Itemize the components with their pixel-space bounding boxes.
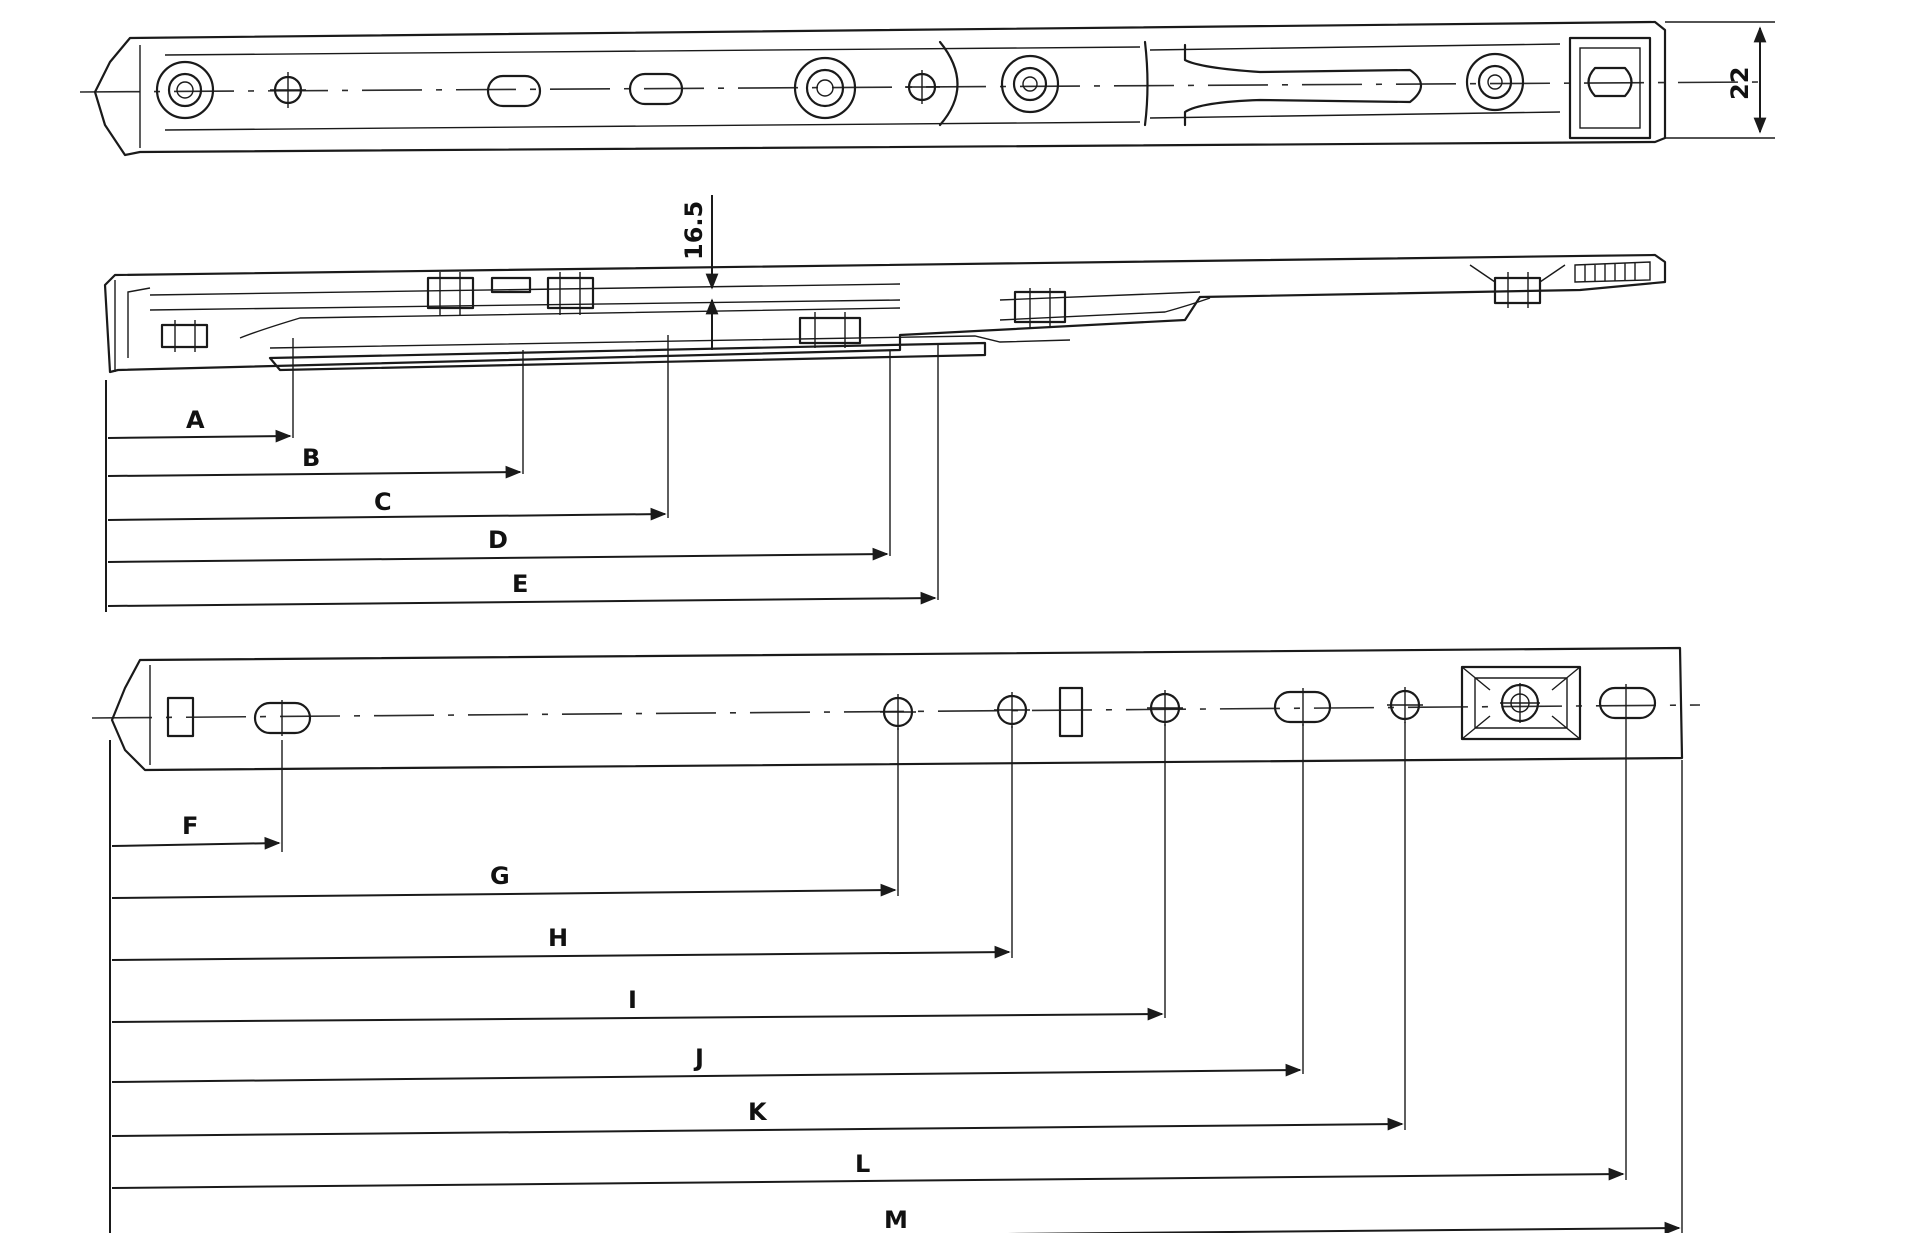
top-view: 22	[79, 20, 1775, 157]
height-dimension-label: 16.5	[680, 201, 708, 260]
mounting-hole	[1147, 690, 1183, 726]
rivet	[426, 272, 475, 315]
rivet	[798, 312, 862, 348]
dimension-label-a: A	[186, 406, 205, 434]
dimension-b: B	[107, 350, 524, 479]
dimension-label-e: E	[512, 570, 528, 598]
dimension-a: A	[107, 338, 294, 443]
dimension-h: H	[111, 726, 1013, 961]
dimension-label-i: I	[628, 986, 637, 1014]
slot-hole	[486, 74, 542, 108]
dimension-label-f: F	[182, 812, 198, 840]
dimension-c: C	[107, 335, 669, 521]
rivet	[1469, 264, 1566, 308]
rivet	[1013, 288, 1067, 328]
dimension-label-k: K	[748, 1098, 768, 1126]
width-dimension-label: 22	[1726, 67, 1754, 100]
rectangular-hole	[1058, 686, 1084, 738]
height-dimension: 16.5	[680, 195, 719, 350]
rivet-hole	[1000, 54, 1060, 114]
slot-hole	[628, 72, 684, 106]
mounting-hole	[994, 692, 1030, 728]
rivet-hole	[155, 60, 215, 120]
width-dimension: 22	[1665, 21, 1775, 139]
rivet	[160, 320, 209, 352]
dimension-label-h: H	[548, 924, 568, 952]
rivet-hole	[793, 56, 857, 120]
mounting-hole	[905, 70, 940, 104]
dimension-f: F	[111, 740, 283, 852]
mounting-hole	[270, 72, 306, 108]
dimension-label-b: B	[302, 444, 320, 472]
dimension-label-c: C	[374, 488, 392, 516]
rivet	[546, 272, 595, 315]
rivet-hole	[1465, 52, 1525, 112]
dimension-label-j: J	[693, 1044, 704, 1072]
dimension-m: M	[884, 760, 1683, 1233]
square-fitting	[1460, 665, 1582, 741]
rectangular-hole	[166, 696, 195, 738]
dimension-label-d: D	[488, 526, 508, 554]
slot-hole	[1598, 686, 1657, 720]
dimension-l: L	[111, 722, 1627, 1189]
rivet	[490, 276, 532, 294]
bottom-view-dimensions: F G H I J K L	[111, 722, 1683, 1233]
side-view-dimensions: A B C D E	[107, 335, 939, 607]
dimension-label-g: G	[490, 862, 510, 890]
mounting-hole	[1387, 687, 1423, 723]
dimension-i: I	[111, 724, 1166, 1023]
dimension-g: G	[111, 728, 899, 899]
mounting-hole	[880, 694, 916, 730]
dimension-k: K	[111, 722, 1406, 1137]
dimension-label-l: L	[855, 1150, 870, 1178]
dimension-label-m: M	[884, 1206, 908, 1233]
dimension-e: E	[107, 345, 939, 607]
dimension-d: D	[107, 350, 891, 563]
side-view: 16.5	[103, 195, 1667, 612]
bottom-view	[91, 646, 1701, 1233]
dimension-j: J	[111, 724, 1304, 1083]
